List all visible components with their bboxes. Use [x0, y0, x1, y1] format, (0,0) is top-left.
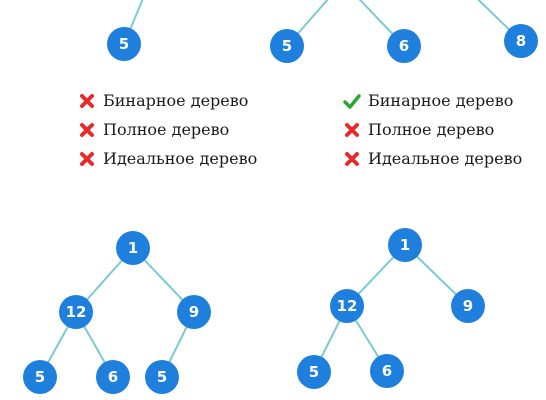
legend-label: Бинарное дерево — [103, 91, 249, 110]
tree-node-label: 5 — [282, 37, 292, 55]
legend-row-perfect: Идеальное дерево — [342, 144, 522, 173]
tree-node — [504, 24, 538, 58]
tree-node — [297, 355, 331, 389]
cross-icon — [77, 93, 97, 109]
legend-label: Полное дерево — [368, 120, 495, 139]
tree-top-left: 5 — [107, 0, 144, 61]
tree-node-label: 1 — [400, 236, 410, 254]
legend-label: Идеальное дерево — [103, 149, 258, 168]
tree-node — [116, 231, 150, 265]
tree-node — [330, 289, 364, 323]
tree-bottom-right: 1 12 9 5 6 — [297, 228, 485, 389]
tree-node-label: 5 — [35, 368, 45, 386]
legend-row-full: Полное дерево — [77, 115, 257, 144]
tree-node — [177, 295, 211, 329]
tree-node-label: 6 — [399, 37, 409, 55]
tree-node — [451, 289, 485, 323]
tree-node — [145, 360, 179, 394]
cross-icon — [77, 122, 97, 138]
tree-node-label: 9 — [463, 297, 473, 315]
tree-top-right: 8 — [477, 0, 538, 58]
tree-node — [107, 27, 141, 61]
cross-icon — [342, 122, 362, 138]
tree-node-label: 6 — [382, 362, 392, 380]
check-icon — [342, 93, 362, 109]
tree-node-label: 1 — [128, 239, 138, 257]
tree-node-label: 12 — [66, 303, 87, 321]
legend-row-perfect: Идеальное дерево — [77, 144, 257, 173]
tree-node-label: 6 — [108, 368, 118, 386]
legend-right: Бинарное дерево Полное дерево Идеальное … — [342, 86, 522, 173]
legend-left: Бинарное дерево Полное дерево Идеальное … — [77, 86, 257, 173]
legend-row-binary: Бинарное дерево — [77, 86, 257, 115]
cross-icon — [77, 151, 97, 167]
tree-bottom-left: 1 12 9 5 6 5 — [23, 231, 211, 394]
tree-node-label: 8 — [516, 32, 526, 50]
tree-node — [370, 354, 404, 388]
tree-node-label: 9 — [189, 303, 199, 321]
cross-icon — [342, 151, 362, 167]
tree-node-label: 5 — [157, 368, 167, 386]
legend-label: Бинарное дерево — [368, 91, 514, 110]
tree-node-label: 5 — [309, 363, 319, 381]
tree-node-label: 12 — [337, 297, 358, 315]
legend-row-binary: Бинарное дерево — [342, 86, 522, 115]
legend-label: Идеальное дерево — [368, 149, 523, 168]
tree-node — [387, 29, 421, 63]
tree-node — [270, 29, 304, 63]
tree-node — [388, 228, 422, 262]
tree-node-label: 5 — [119, 35, 129, 53]
tree-node — [96, 360, 130, 394]
tree-node — [59, 295, 93, 329]
legend-row-full: Полное дерево — [342, 115, 522, 144]
tree-node — [23, 360, 57, 394]
legend-label: Полное дерево — [103, 120, 230, 139]
